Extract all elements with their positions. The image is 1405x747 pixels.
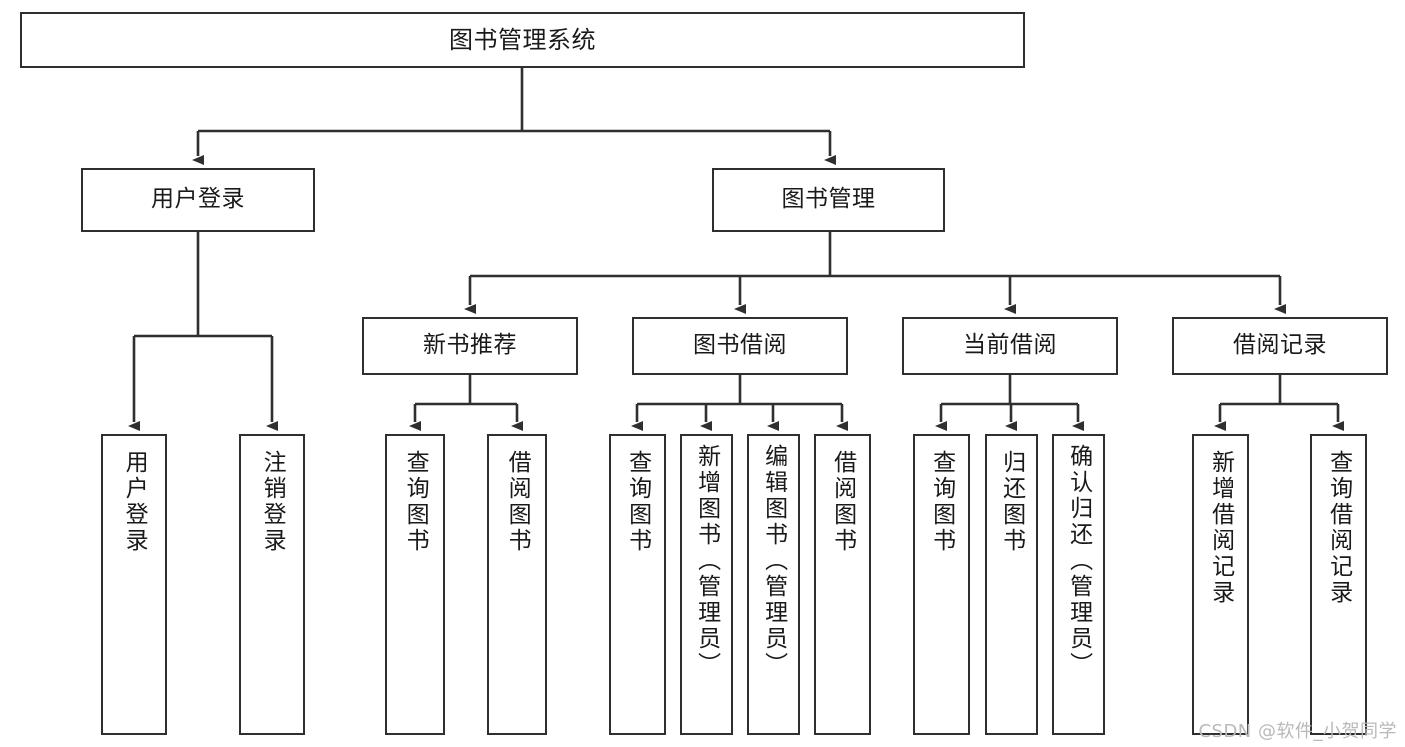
node-label: 图书借阅 <box>693 332 787 359</box>
csdn-watermark: CSDN @软件_小贺同学 <box>1198 721 1397 742</box>
node-user-login[interactable]: 用户登录 <box>81 168 315 232</box>
node-label: 新增借阅记录 <box>1207 450 1234 606</box>
node-book-manage[interactable]: 图书管理 <box>712 168 945 232</box>
node-leaf-add-book-admin[interactable]: 新增图书（管理员） <box>680 434 733 735</box>
node-label: 借阅图书 <box>829 450 856 554</box>
node-label: 借阅图书 <box>504 450 531 554</box>
node-book-borrow[interactable]: 图书借阅 <box>632 317 848 375</box>
node-label: 确认归还（管理员） <box>1065 444 1092 678</box>
node-label: 归还图书 <box>998 450 1025 554</box>
node-borrow-record[interactable]: 借阅记录 <box>1172 317 1388 375</box>
node-leaf-query-book-borrow[interactable]: 查询图书 <box>609 434 666 735</box>
node-label: 查询图书 <box>624 450 651 554</box>
node-label: 当前借阅 <box>963 332 1057 359</box>
node-label: 用户登录 <box>151 186 245 213</box>
node-leaf-borrow-book-new[interactable]: 借阅图书 <box>487 434 547 735</box>
node-leaf-user-logout[interactable]: 注销登录 <box>239 434 305 735</box>
node-label: 查询图书 <box>928 450 955 554</box>
node-leaf-return-book[interactable]: 归还图书 <box>985 434 1038 735</box>
node-root-system[interactable]: 图书管理系统 <box>20 12 1025 68</box>
node-leaf-edit-book-admin[interactable]: 编辑图书（管理员） <box>747 434 800 735</box>
node-leaf-query-borrow-record[interactable]: 查询借阅记录 <box>1310 434 1367 735</box>
node-label: 编辑图书（管理员） <box>760 444 787 678</box>
node-label: 新书推荐 <box>423 332 517 359</box>
node-leaf-borrow-book[interactable]: 借阅图书 <box>814 434 871 735</box>
node-label: 图书管理 <box>781 186 876 213</box>
node-leaf-query-book-current[interactable]: 查询图书 <box>913 434 970 735</box>
node-leaf-add-borrow-record[interactable]: 新增借阅记录 <box>1192 434 1249 735</box>
node-leaf-query-book-new[interactable]: 查询图书 <box>385 434 445 735</box>
node-label: 借阅记录 <box>1233 332 1327 359</box>
node-new-book-recommend[interactable]: 新书推荐 <box>362 317 578 375</box>
node-leaf-confirm-return-admin[interactable]: 确认归还（管理员） <box>1052 434 1105 735</box>
node-label: 图书管理系统 <box>449 25 596 54</box>
node-leaf-user-login[interactable]: 用户登录 <box>101 434 167 735</box>
node-label: 新增图书（管理员） <box>693 444 720 678</box>
node-current-borrow[interactable]: 当前借阅 <box>902 317 1118 375</box>
node-label: 查询借阅记录 <box>1325 450 1352 606</box>
node-label: 注销登录 <box>259 450 286 554</box>
node-label: 查询图书 <box>402 450 429 554</box>
node-label: 用户登录 <box>121 450 148 554</box>
